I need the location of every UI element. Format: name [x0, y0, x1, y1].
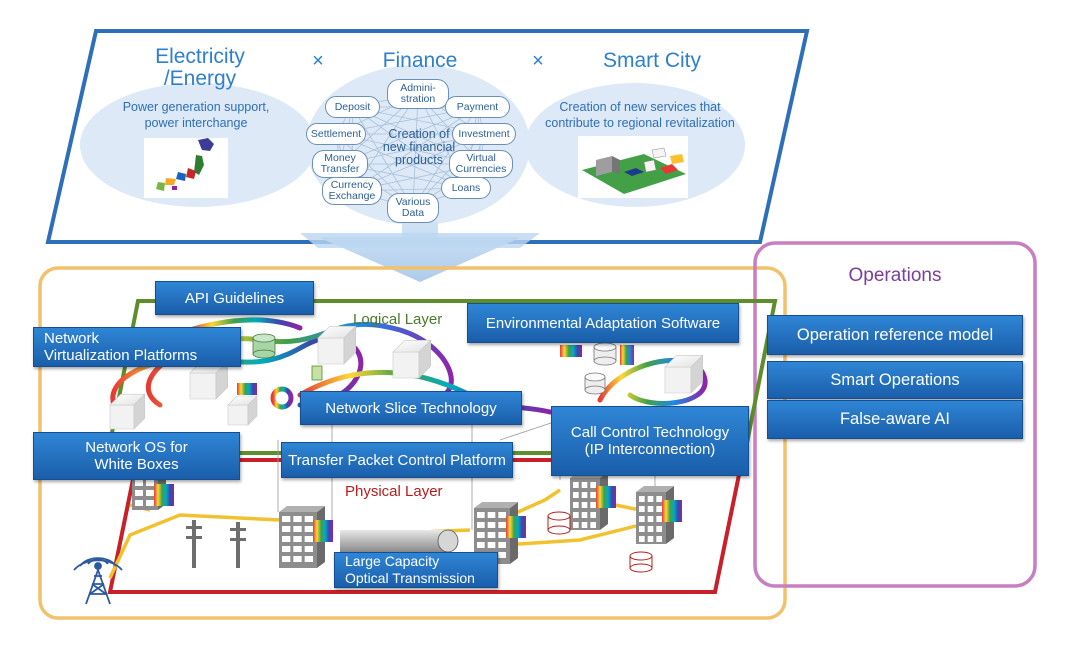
finance-item-money-transfer: Money Transfer	[312, 150, 368, 178]
finance-title: Finance	[382, 49, 458, 72]
optical-transmission-label: Large Capacity Optical Transmission	[334, 552, 498, 588]
spectrum-tile	[506, 516, 526, 538]
spectrum-tile	[313, 520, 333, 542]
finance-link	[352, 106, 414, 209]
network-virtualization-label: Network Virtualization Platforms	[33, 327, 241, 367]
api-guidelines-label: API Guidelines	[155, 281, 314, 315]
smart-city-title: Smart City	[602, 49, 701, 72]
transfer-packet-label: Transfer Packet Control Platform	[281, 442, 513, 478]
operations-frame	[753, 241, 1037, 588]
building-icon	[279, 506, 333, 568]
times-symbol-2: ×	[532, 50, 544, 72]
physical-layer-plane	[107, 458, 745, 594]
false-aware-ai-label: False-aware AI	[767, 400, 1023, 439]
building-icon	[132, 470, 174, 510]
finance-item-administration: Admini- stration	[387, 79, 449, 109]
building-icon	[570, 472, 616, 530]
virtual-nodes	[109, 325, 704, 430]
network-slice-label: Network Slice Technology	[300, 391, 522, 425]
physical-layer-label: Physical Layer	[345, 483, 443, 500]
database-icon	[547, 511, 571, 535]
finance-item-payment: Payment	[445, 96, 510, 118]
electricity-title: Electricity /Energy	[155, 45, 245, 90]
spectrum-tile	[596, 486, 616, 508]
physical-databases	[547, 511, 653, 573]
network-os-label: Network OS for White Boxes	[33, 432, 240, 480]
cube-node-icon	[109, 393, 146, 430]
finance-item-investment: Investment	[452, 123, 516, 145]
optical-pipe	[340, 529, 459, 553]
cube-node-icon	[664, 354, 704, 394]
building-icon	[636, 486, 682, 544]
call-control-label: Call Control Technology (IP Interconnect…	[551, 406, 749, 476]
spectrum-tile	[154, 484, 174, 506]
database-icon	[629, 551, 653, 573]
logical-layer-label: Logical Layer	[353, 311, 443, 328]
finance-item-virtual-currencies: Virtual Currencies	[449, 150, 513, 178]
finance-link	[352, 106, 467, 189]
smart-city-icon	[578, 136, 688, 198]
database-icon	[584, 372, 606, 395]
cube-node-icon	[317, 325, 357, 365]
times-symbol-1: ×	[312, 50, 324, 72]
logical-databases	[252, 333, 617, 395]
smart-city-desc: Creation of new services that contribute…	[545, 100, 735, 130]
spectrum-tile	[662, 500, 682, 522]
environmental-adaptation-label: Environmental Adaptation Software	[467, 303, 739, 343]
pole-icon	[230, 522, 246, 568]
utility-poles	[186, 520, 246, 568]
operation-reference-model-label: Operation reference model	[767, 315, 1023, 355]
logical-spectrum-tiles	[237, 345, 634, 410]
finance-center-text: Creation of new financial products	[382, 127, 456, 167]
pole-icon	[186, 520, 202, 568]
electricity-desc: Power generation support, power intercha…	[122, 100, 270, 130]
antenna-tower-icon	[73, 557, 123, 605]
finance-item-settlement: Settlement	[306, 123, 366, 145]
down-arrow-band	[300, 233, 540, 248]
database-icon	[252, 333, 276, 359]
finance-item-deposit: Deposit	[325, 96, 380, 118]
operations-title: Operations	[848, 265, 942, 286]
smart-operations-label: Smart Operations	[767, 361, 1023, 399]
finance-item-various-data: Various Data	[387, 193, 439, 223]
cube-node-icon	[392, 339, 432, 379]
japan-map-icon	[144, 138, 228, 198]
physical-buildings	[132, 470, 682, 568]
database-icon	[593, 342, 617, 366]
finance-item-loans: Loans	[441, 177, 491, 199]
cube-node-icon	[227, 395, 258, 426]
finance-item-currency-exchange: Currency Exchange	[322, 177, 382, 205]
